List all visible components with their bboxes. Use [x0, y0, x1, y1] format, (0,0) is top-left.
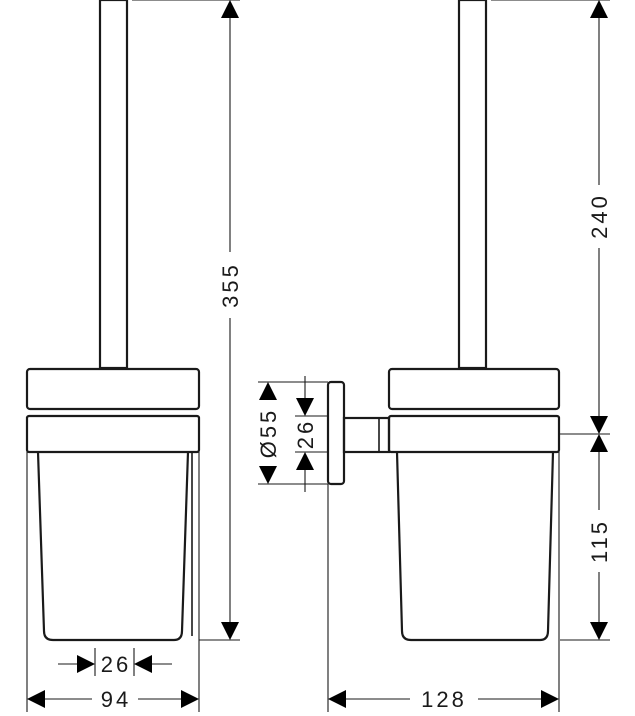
side-lid [387, 367, 561, 411]
dimension-128: 128 [327, 452, 560, 712]
dimension-26-base: 26 [58, 648, 172, 677]
arrow-355-bottom [221, 622, 239, 640]
arrow-26-top [296, 398, 314, 416]
dim-128-label: 128 [421, 687, 467, 712]
side-brush-handle [457, 0, 488, 370]
front-holder-ring [25, 414, 201, 454]
side-view [326, 0, 561, 642]
front-brush-handle [98, 0, 129, 370]
dimension-115: 115 [560, 433, 612, 641]
dimension-94: 94 [26, 452, 200, 712]
dim-94-label: 94 [101, 687, 131, 712]
dimension-240: 240 [491, 0, 612, 434]
front-glass-cup [36, 451, 190, 642]
dimension-diameter-55: Ø55 [256, 381, 328, 485]
arrow-26-bottom [296, 452, 314, 470]
arrow-240-bottom [590, 416, 608, 434]
dim-115-label: 115 [587, 519, 612, 563]
dim-355-label: 355 [218, 262, 243, 308]
arrow-94-left [27, 690, 45, 708]
front-view [25, 0, 201, 642]
arrow-355-top [221, 0, 239, 18]
dimension-26-rosette: 26 [293, 376, 328, 492]
front-lid [25, 367, 201, 411]
arrow-115-bottom [590, 622, 608, 640]
dimension-355: 355 [132, 0, 243, 641]
arrow-94-right [181, 690, 199, 708]
arrow-128-right [541, 690, 559, 708]
arrow-115-top [590, 434, 608, 452]
dim-55-label: Ø55 [256, 408, 281, 459]
arrow-26-base-right [134, 655, 152, 673]
arrow-55-bottom [259, 466, 277, 484]
dim-26-base-label: 26 [101, 652, 131, 677]
dim-240-label: 240 [587, 193, 612, 239]
wall-arm [342, 416, 391, 454]
arrow-26-base-left [77, 655, 95, 673]
side-holder-ring [387, 414, 561, 454]
wall-rosette [326, 380, 346, 486]
dim-26-rosette-label: 26 [293, 419, 318, 449]
arrow-240-top [590, 0, 608, 18]
side-glass-cup [395, 451, 555, 642]
arrow-55-top [259, 382, 277, 400]
arrow-128-left [328, 690, 346, 708]
